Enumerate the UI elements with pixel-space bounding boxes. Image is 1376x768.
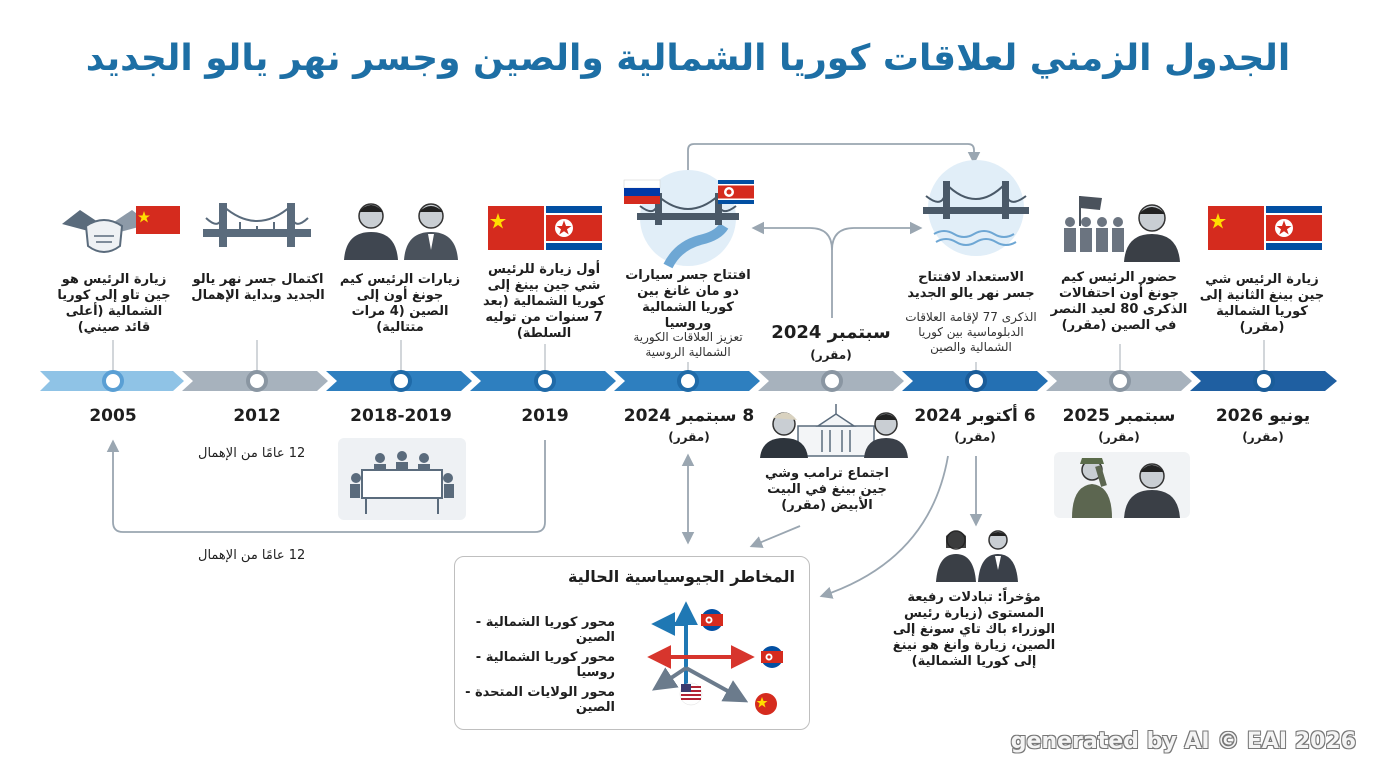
event-text-2019: أول زيارة للرئيس شي جين بينغ إلى كوريا ا… xyxy=(483,262,605,341)
us-flag-round xyxy=(679,682,703,706)
yalu-bridge-icon xyxy=(923,160,1029,256)
north-korea-flag-2019 xyxy=(546,206,602,250)
node-2018-2019 xyxy=(390,370,412,392)
officials-icon xyxy=(936,530,1018,582)
date-2012: 2012 xyxy=(233,406,281,426)
connectors xyxy=(106,143,983,599)
leaders-icon xyxy=(344,203,458,260)
date-2005: 2005 xyxy=(89,406,137,426)
neglect-label-upper: 12 عامًا من الإهمال xyxy=(198,446,306,461)
risk-panel-title: المخاطر الجيوسياسية الحالية xyxy=(567,567,795,586)
node-sept-2025 xyxy=(1109,370,1131,392)
nk-flag-round-1 xyxy=(701,609,723,631)
white-house-icon xyxy=(760,404,908,458)
sept-hub-left xyxy=(751,221,833,318)
china-flag-2026 xyxy=(1208,206,1264,250)
event-sub-oct-6-2024: الذكرى 77 لإقامة العلاقات الدبلوماسية بي… xyxy=(905,310,1037,354)
geopolitical-risks-panel: المخاطر الجيوسياسية الحالية محور كوريا ا… xyxy=(454,556,810,730)
salute-icon xyxy=(1054,452,1190,518)
risk-arrow-us-china-right xyxy=(685,666,749,703)
north-korea-flag-2026 xyxy=(1266,206,1322,250)
sept-hub-right xyxy=(831,221,923,251)
event-text-2005: زيارة الرئيس هو جين تاو إلى كوريا الشمال… xyxy=(57,272,171,335)
neglect-label-lower: 12 عامًا من الإهمال xyxy=(198,548,306,563)
date-2019: 2019 xyxy=(521,406,569,426)
risk-arrow-us-china-left xyxy=(652,666,688,691)
flags-june-2026 xyxy=(1208,206,1322,250)
china-flag-2005 xyxy=(136,206,180,234)
date-note-sept-2024: (مقرر) xyxy=(810,348,852,362)
node-oct-6-2024 xyxy=(965,370,987,392)
neglect-connector xyxy=(106,439,546,533)
node-june-2026 xyxy=(1253,370,1275,392)
nk-flag-round-2 xyxy=(761,646,783,668)
event-sub-sept-8-2024: تعزيز العلاقات الكورية الشمالية الروسية xyxy=(633,330,743,359)
event-text-sept-8-2024: افتتاح جسر سيارات دو مان غانغ بين كوريا … xyxy=(625,268,751,331)
watermark: generated by AI © EAI 2026 xyxy=(1010,729,1356,754)
flags-icon xyxy=(488,206,602,250)
node-2005 xyxy=(102,370,124,392)
date-sept-2025: سبتمبر 2025 xyxy=(1062,406,1176,426)
bridge-icon xyxy=(203,203,311,247)
russia-flag xyxy=(623,179,661,204)
event-text-2012: اكتمال جسر نهر يالو الجديد وبداية الإهما… xyxy=(191,272,325,303)
date-sept-8-2024: 8 سبتمبر 2024 xyxy=(623,406,755,426)
handshake-icon xyxy=(62,210,150,253)
meeting-table-icon xyxy=(338,438,466,520)
timeline-nodes xyxy=(102,370,1275,392)
node-sept-2024 xyxy=(821,370,843,392)
page-title: الجدول الزمني لعلاقات كوريا الشمالية وال… xyxy=(85,38,1291,79)
date-2018-2019: 2018-2019 xyxy=(350,406,452,426)
top-bridge-connector xyxy=(687,143,981,170)
risk-axis-us-china: محور الولايات المتحدة - الصين xyxy=(465,685,615,715)
risk-axis-nk-china: محور كوريا الشمالية - الصين xyxy=(475,615,615,645)
date-oct-6-2024: 6 أكتوبر 2024 xyxy=(914,406,1036,426)
trump-meeting-text: اجتماع ترامب وشي جين بينغ في البيت الأبي… xyxy=(765,466,889,513)
risk-axis-nk-russia: محور كوريا الشمالية - روسيا xyxy=(475,650,615,680)
date-june-2026: يونيو 2026 xyxy=(1215,406,1311,426)
oct-to-risk xyxy=(819,455,949,599)
china-flag-round xyxy=(755,693,777,715)
exchanges-text: مؤخراً: تبادلات رفيعة المستوى (زيارة رئي… xyxy=(892,590,1056,669)
date-note-june-2026: (مقرر) xyxy=(1242,430,1284,444)
date-note-sept-2025: (مقرر) xyxy=(1098,430,1140,444)
event-text-oct-6-2024: الاستعداد لافتتاح جسر نهر يالو الجديد xyxy=(907,270,1035,301)
bridge-river-icon xyxy=(637,170,739,269)
north-korea-flag-bridge xyxy=(718,180,754,204)
event-text-sept-2025: حضور الرئيس كيم جونغ أون احتفالات الذكرى… xyxy=(1050,270,1188,333)
timeline-stems xyxy=(112,340,1265,371)
event-text-june-2026: زيارة الرئيس شي جين بينغ الثانية إلى كور… xyxy=(1199,272,1325,335)
node-2019 xyxy=(534,370,556,392)
china-flag-2019 xyxy=(488,206,544,250)
node-sept-8-2024 xyxy=(677,370,699,392)
military-parade-icon xyxy=(1064,196,1180,262)
trump-to-risk xyxy=(749,525,801,548)
event-text-2018-2019: زيارات الرئيس كيم جونغ أون إلى الصين (4 … xyxy=(339,272,461,335)
node-2012 xyxy=(246,370,268,392)
date-note-oct-6-2024: (مقرر) xyxy=(954,430,996,444)
date-sept-2024: سبتمبر 2024 xyxy=(771,322,891,343)
date-note-sept-8-2024: (مقرر) xyxy=(668,430,710,444)
